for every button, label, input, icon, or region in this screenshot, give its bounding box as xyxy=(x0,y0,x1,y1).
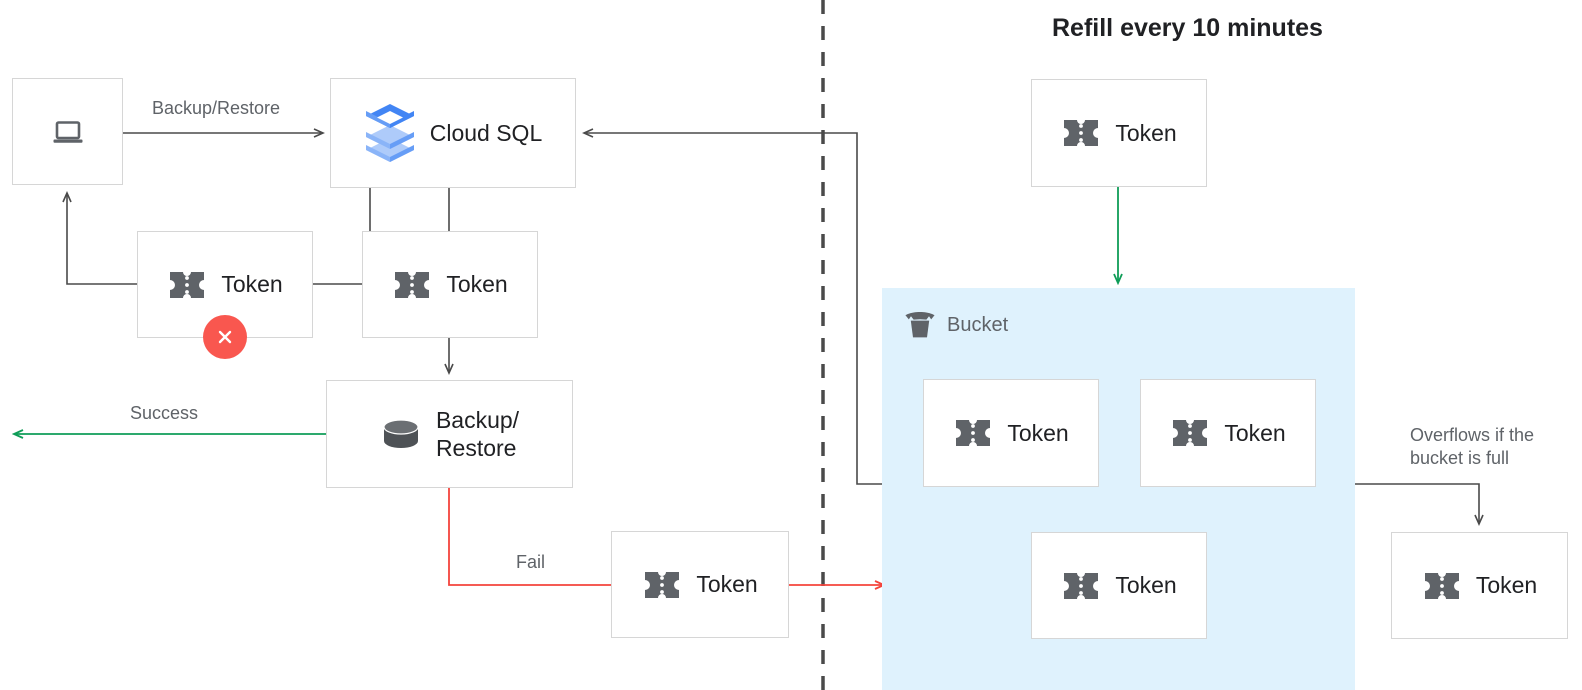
bucket-icon xyxy=(903,310,937,340)
cloud-sql-icon xyxy=(364,102,416,164)
token-icon xyxy=(1061,570,1101,602)
edge-label-success: Success xyxy=(130,403,199,423)
node-token-bucket-3[interactable]: Token xyxy=(1031,532,1207,639)
node-token-refill-label: Token xyxy=(1115,119,1177,146)
wire-bucket-to-cloudsql xyxy=(582,128,882,485)
close-icon xyxy=(218,330,232,344)
node-token-fail-path-label: Token xyxy=(696,571,758,598)
node-cloud-sql[interactable]: Cloud SQL xyxy=(330,78,576,188)
node-token-refill[interactable]: Token xyxy=(1031,79,1207,187)
edge-label-fail: Fail xyxy=(516,552,546,572)
node-token-failed-label: Token xyxy=(221,271,283,298)
node-token-fail-path[interactable]: Token xyxy=(611,531,789,638)
node-token-overflow[interactable]: Token xyxy=(1391,532,1568,639)
token-icon xyxy=(1170,417,1210,449)
node-backup-restore[interactable]: Backup/ Restore xyxy=(326,380,573,488)
node-client[interactable] xyxy=(12,78,123,185)
node-cloud-sql-label: Cloud SQL xyxy=(429,119,543,146)
node-token-bucket-2[interactable]: Token xyxy=(1140,379,1316,487)
node-token-bucket-2-label: Token xyxy=(1224,419,1286,446)
token-icon xyxy=(1422,570,1462,602)
node-token-bucket-1[interactable]: Token xyxy=(923,379,1099,487)
token-icon xyxy=(167,269,207,301)
node-token-consumed[interactable]: Token xyxy=(362,231,538,338)
diagram-title: Refill every 10 minutes xyxy=(1052,14,1323,42)
edge-label-backup-restore: Backup/Restore xyxy=(152,98,281,118)
token-icon xyxy=(1061,117,1101,149)
token-icon xyxy=(642,569,682,601)
wire-failedtoken-to-client xyxy=(62,191,137,285)
database-icon xyxy=(380,416,422,452)
bucket-label: Bucket xyxy=(947,313,1009,336)
node-token-consumed-label: Token xyxy=(446,271,508,298)
wire-overflow xyxy=(1355,483,1484,526)
token-icon xyxy=(953,417,993,449)
error-x-badge xyxy=(203,315,247,359)
node-token-bucket-1-label: Token xyxy=(1007,419,1069,446)
node-backup-restore-label: Backup/ Restore xyxy=(435,406,520,461)
bucket-header: Bucket xyxy=(903,310,1008,340)
edge-label-overflow: Overflows if the bucket is full xyxy=(1410,425,1535,469)
node-token-overflow-label: Token xyxy=(1475,572,1538,599)
node-token-bucket-3-label: Token xyxy=(1115,572,1177,599)
token-icon xyxy=(392,269,432,301)
laptop-icon xyxy=(50,117,86,147)
